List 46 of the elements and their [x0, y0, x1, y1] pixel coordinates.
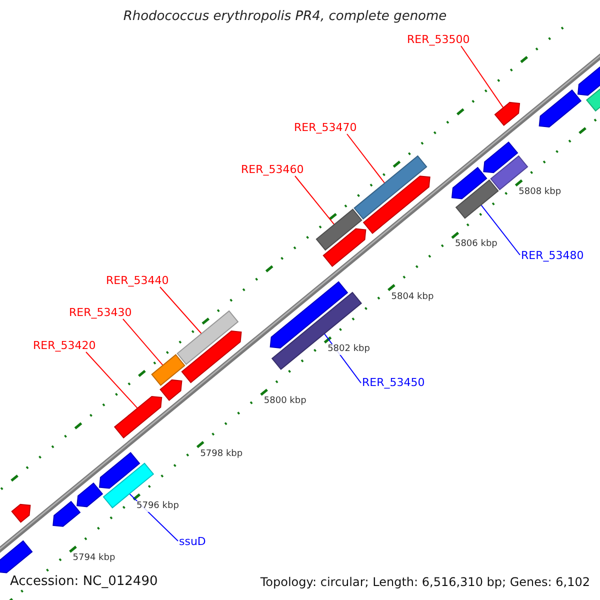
leader-line [122, 318, 164, 366]
tick-label: 5796 kbp [134, 501, 181, 512]
gene-block [114, 396, 162, 438]
gene-bar [316, 208, 362, 251]
gene-block [98, 452, 140, 489]
gene-label: RER_53500 [407, 33, 470, 47]
tick-label: 5800 kbp [262, 396, 308, 408]
gene-label: RER_53470 [294, 121, 357, 135]
tick-label: 5808 kbp [516, 187, 564, 198]
gene-block [538, 89, 582, 128]
gene-label: ssuD [179, 535, 206, 549]
leader-line [480, 204, 520, 256]
gene-label: RER_53430 [69, 306, 132, 320]
tick-label: 5798 kbp [198, 448, 245, 460]
gene-bar [176, 310, 239, 365]
gene-bar [354, 155, 428, 220]
genome-stats-text: Topology: circular; Length: 6,516,310 bp; Genes: 6,102 [258, 575, 592, 589]
gene-block [451, 166, 488, 200]
gene-bar [151, 354, 186, 386]
gene-label: RER_53420 [33, 339, 96, 353]
leader-line [86, 352, 138, 409]
tick-label: 5794 kbp [70, 553, 118, 564]
gene-block [11, 504, 31, 523]
gene-label: RER_53440 [106, 274, 169, 288]
gene-block [52, 500, 81, 527]
leader-line [160, 286, 202, 334]
gene-label: RER_53480 [521, 249, 584, 263]
gene-bar [455, 179, 499, 219]
tick-label: 5802 kbp [326, 344, 372, 356]
tick-label: 5806 kbp [452, 239, 500, 250]
accession-text: Accession: NC_012490 [8, 575, 160, 589]
gene-block [0, 540, 33, 574]
gene-block [322, 228, 366, 268]
tick-label: 5804 kbp [389, 292, 436, 303]
gene-block [160, 379, 182, 401]
gene-label: RER_53450 [362, 376, 425, 390]
gene-block [483, 141, 518, 174]
gene-label: RER_53460 [241, 163, 304, 177]
gene-block [76, 482, 104, 508]
diagram-title: Rhodococcus erythropolis PR4, complete genome [122, 10, 448, 24]
leader-line [346, 134, 386, 184]
gene-block [494, 102, 520, 126]
leader-line [460, 46, 504, 108]
gene-block [362, 176, 430, 234]
gene-block [181, 330, 242, 384]
leader-line [294, 176, 335, 226]
